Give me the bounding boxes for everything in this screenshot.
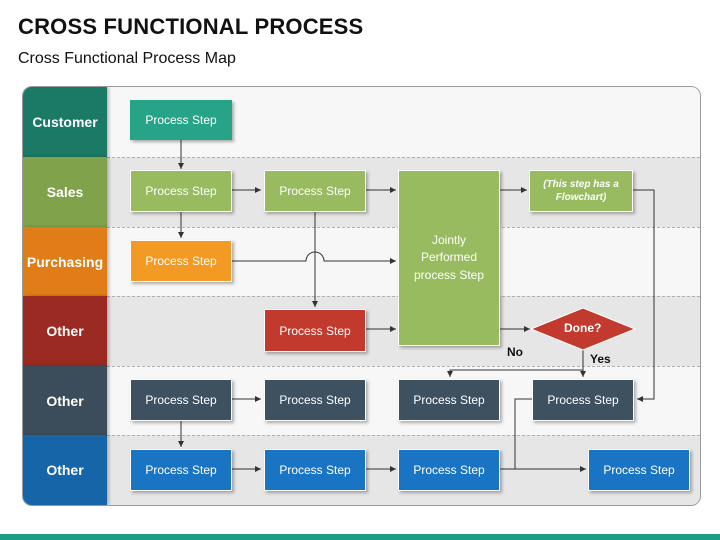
page-title: CROSS FUNCTIONAL PROCESS	[18, 14, 364, 39]
footer-accent-bar	[0, 534, 720, 540]
process-step-other-2-4[interactable]: Process Step	[532, 379, 634, 421]
process-step-sales-1[interactable]: Process Step	[130, 170, 232, 212]
process-step-other-3-4[interactable]: Process Step	[588, 449, 690, 491]
process-step-other-3-3[interactable]: Process Step	[398, 449, 500, 491]
decision-yes-label: Yes	[590, 352, 611, 366]
lane-separator	[107, 157, 700, 158]
decision-label: Done?	[564, 321, 602, 335]
page-subtitle: Cross Functional Process Map	[18, 50, 236, 67]
decision-diamond	[529, 307, 637, 351]
flowchart-note-step[interactable]: (This step has a Flowchart)	[529, 170, 633, 212]
lane-label-purchasing: Purchasing	[23, 227, 107, 296]
process-step-other-3-2[interactable]: Process Step	[264, 449, 366, 491]
lane-label-sales: Sales	[23, 157, 107, 227]
process-step-other-1[interactable]: Process Step	[264, 309, 366, 352]
lane-label-customer: Customer	[23, 87, 107, 157]
process-step-other-2-2[interactable]: Process Step	[264, 379, 366, 421]
lane-separator	[107, 435, 700, 436]
process-step-purchasing[interactable]: Process Step	[130, 240, 232, 282]
process-step-other-3-1[interactable]: Process Step	[130, 449, 232, 491]
lane-label-other-3: Other	[23, 435, 107, 505]
lane-label-other-1: Other	[23, 296, 107, 366]
lane-label-other-2: Other	[23, 366, 107, 435]
decision-no-label: No	[507, 345, 523, 359]
lane-separator	[107, 366, 700, 367]
process-step-sales-2[interactable]: Process Step	[264, 170, 366, 212]
process-step-customer[interactable]: Process Step	[130, 100, 232, 140]
process-step-other-2-1[interactable]: Process Step	[130, 379, 232, 421]
jointly-performed-step[interactable]: Jointly Performed process Step	[398, 170, 500, 346]
process-step-other-2-3[interactable]: Process Step	[398, 379, 500, 421]
